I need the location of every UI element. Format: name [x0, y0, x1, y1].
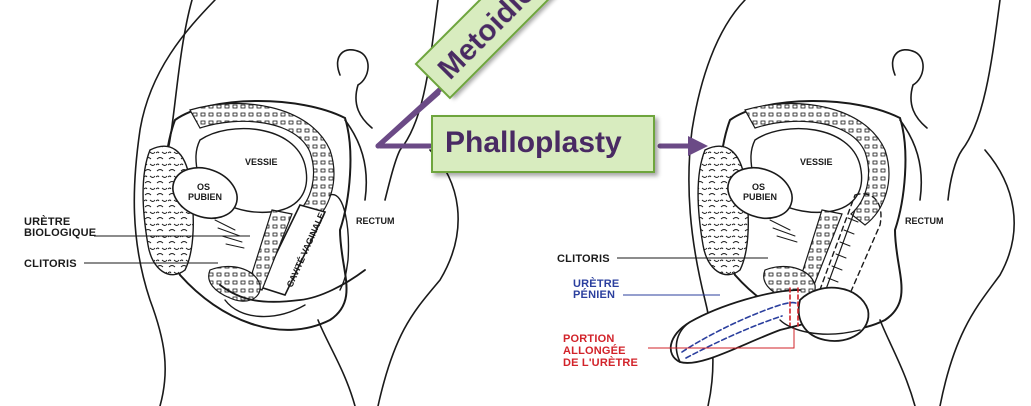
- r-label-extension-line3: DE L'URÈTRE: [563, 356, 638, 369]
- metoidioplasty-callout: Metoidioplasty: [416, 0, 607, 98]
- right-fibers: [770, 220, 797, 242]
- label-pubis-line1: OS: [197, 182, 210, 192]
- left-anatomy: [134, 0, 458, 406]
- r-label-clitoris: CLITORIS: [557, 253, 610, 265]
- right-abdomen-front-outline: [948, 0, 1000, 200]
- left-fibers: [215, 220, 244, 248]
- label-urethra-line2: BIOLOGIQUE: [24, 227, 96, 239]
- left-lower-curve: [225, 300, 305, 316]
- label-rectum: RECTUM: [356, 216, 395, 226]
- r-label-pubis-line2: PUBIEN: [743, 192, 777, 202]
- metoidioplasty-label: Metoidioplasty: [432, 0, 604, 86]
- r-label-rectum: RECTUM: [905, 216, 944, 226]
- r-label-penile-urethra-line2: PÉNIEN: [573, 288, 615, 301]
- phalloplasty-label: Phalloplasty: [445, 126, 622, 159]
- right-thigh-line: [880, 320, 915, 406]
- phalloplasty-callout: Phalloplasty: [432, 116, 654, 172]
- left-thigh-line: [318, 320, 355, 406]
- r-label-extension-line1: PORTION: [563, 333, 615, 345]
- left-buttock-outline: [378, 150, 458, 406]
- r-label-bladder: VESSIE: [800, 157, 833, 167]
- r-label-pubis-line1: OS: [752, 182, 765, 192]
- right-anatomy: [671, 0, 1014, 406]
- right-buttock-outline: [940, 150, 1014, 406]
- label-clitoris: CLITORIS: [24, 258, 77, 270]
- r-label-extension-line2: ALLONGÉE: [563, 344, 626, 357]
- label-pubis-line2: PUBIEN: [188, 192, 222, 202]
- label-bladder: VESSIE: [245, 157, 278, 167]
